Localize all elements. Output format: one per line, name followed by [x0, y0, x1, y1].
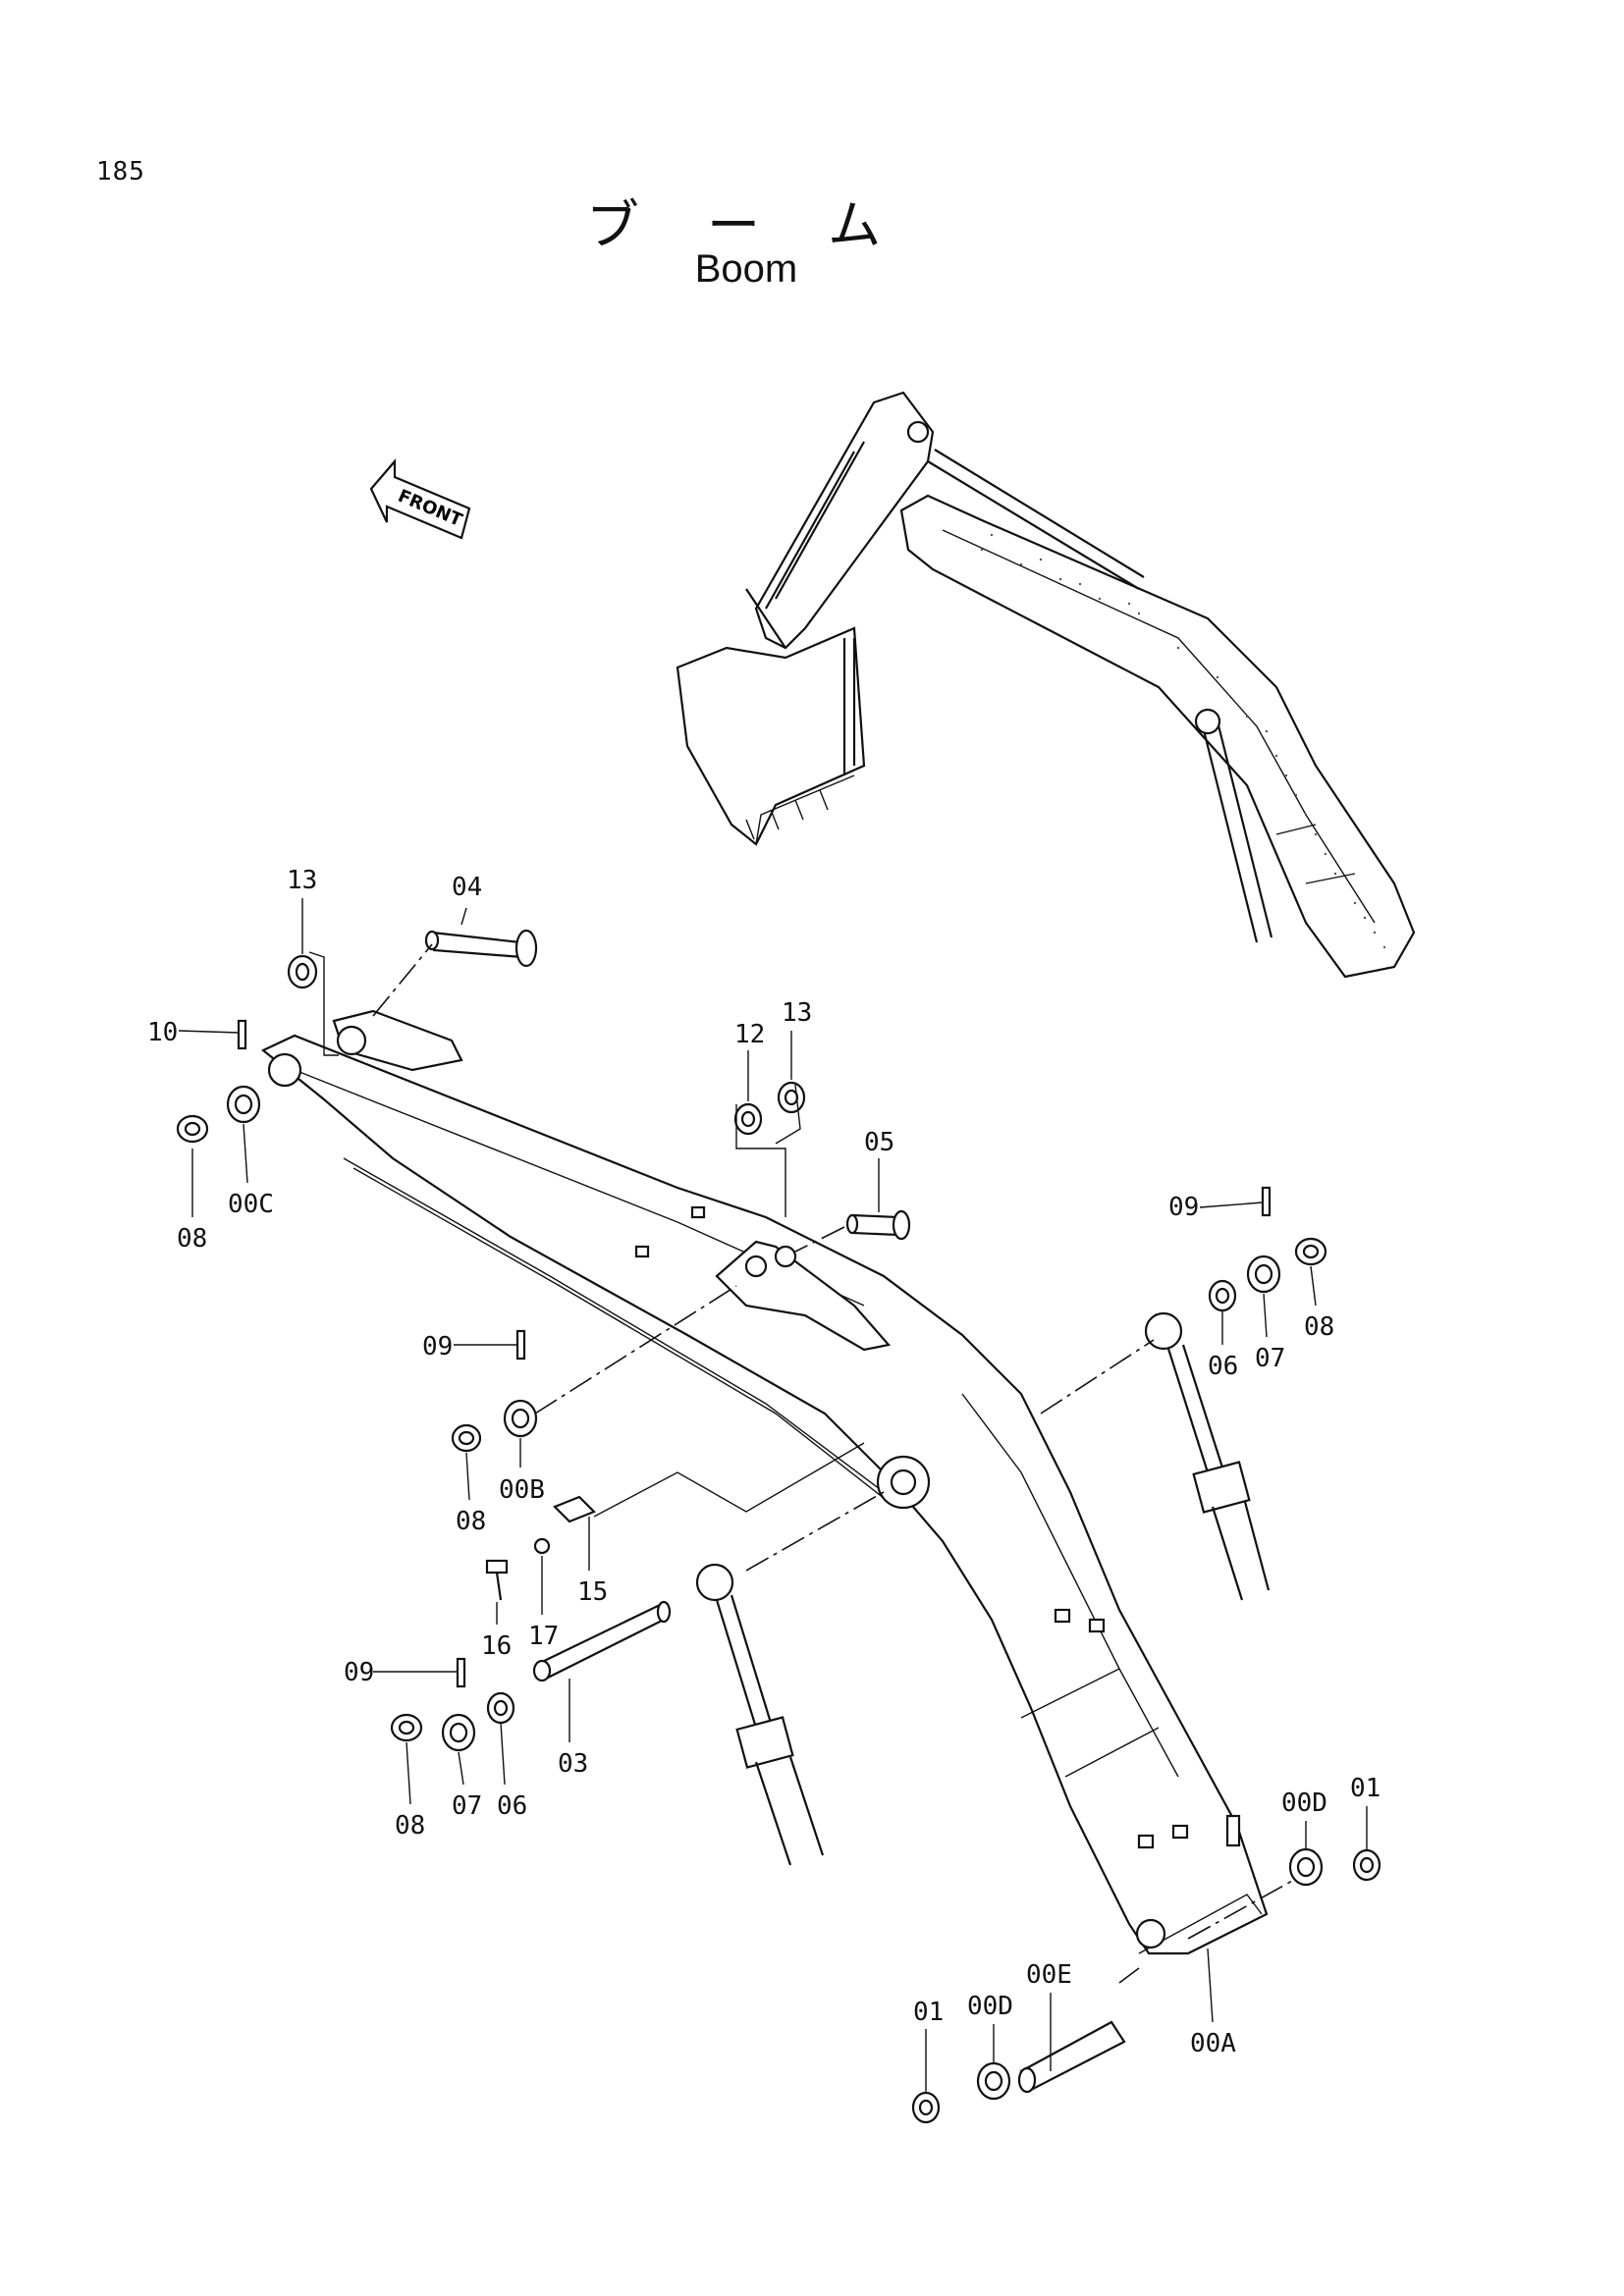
pipe-00E: [1017, 2020, 1126, 2094]
pin-05: [845, 1209, 911, 1241]
callout-08d: 08: [395, 1811, 425, 1841]
callout-labels: 13 04 10 08 00C 12 13 05 09 06 07 08 09 …: [147, 866, 1380, 2058]
excavator-overview-illustration: [676, 391, 1416, 979]
callout-04: 04: [452, 873, 482, 902]
callout-03: 03: [558, 1749, 588, 1779]
small-pins: [237, 1019, 1272, 1688]
callout-15: 15: [577, 1577, 608, 1607]
callout-00A: 00A: [1190, 2029, 1236, 2058]
callout-01b: 01: [913, 1998, 944, 2027]
front-arrow-icon: FRONT: [369, 458, 471, 540]
assembly-dash-lines: [308, 943, 1295, 1984]
callout-00B: 00B: [499, 1475, 545, 1505]
boom-body-00A: [260, 1009, 1269, 1955]
callout-08a: 08: [177, 1224, 207, 1254]
callout-13b: 13: [782, 998, 812, 1028]
callout-00E: 00E: [1026, 1960, 1072, 1990]
callout-00C: 00C: [228, 1190, 274, 1219]
callout-09b: 09: [422, 1332, 453, 1362]
title-japanese: ブ ー ム: [585, 194, 907, 256]
callout-09c: 09: [344, 1658, 374, 1687]
title-english: Boom: [694, 247, 798, 291]
callout-13a: 13: [287, 866, 317, 895]
callout-12: 12: [734, 1020, 765, 1049]
callout-08b: 08: [1304, 1312, 1334, 1342]
boom-cylinder-right-illustration: [1144, 1311, 1271, 1601]
callout-00Db: 00D: [967, 1992, 1013, 2021]
callout-08c: 08: [456, 1507, 486, 1536]
callout-10: 10: [147, 1018, 178, 1047]
callout-01a: 01: [1350, 1774, 1380, 1803]
page-number: 185: [96, 157, 145, 187]
callout-17: 17: [528, 1622, 559, 1651]
pin-04: [424, 929, 538, 968]
leader-lines: [178, 898, 1368, 2093]
callout-06a: 06: [1208, 1352, 1238, 1381]
callout-06b: 06: [497, 1791, 527, 1821]
boom-cylinder-left-illustration: [695, 1563, 825, 1866]
callout-16: 16: [481, 1631, 512, 1661]
callout-05: 05: [864, 1128, 894, 1157]
callout-00Da: 00D: [1281, 1789, 1327, 1818]
callout-09a: 09: [1168, 1193, 1199, 1222]
callout-07b: 07: [452, 1791, 482, 1821]
plate-bolt-washer: [485, 1495, 596, 1601]
callout-07a: 07: [1255, 1344, 1285, 1373]
pin-03: [532, 1600, 672, 1682]
